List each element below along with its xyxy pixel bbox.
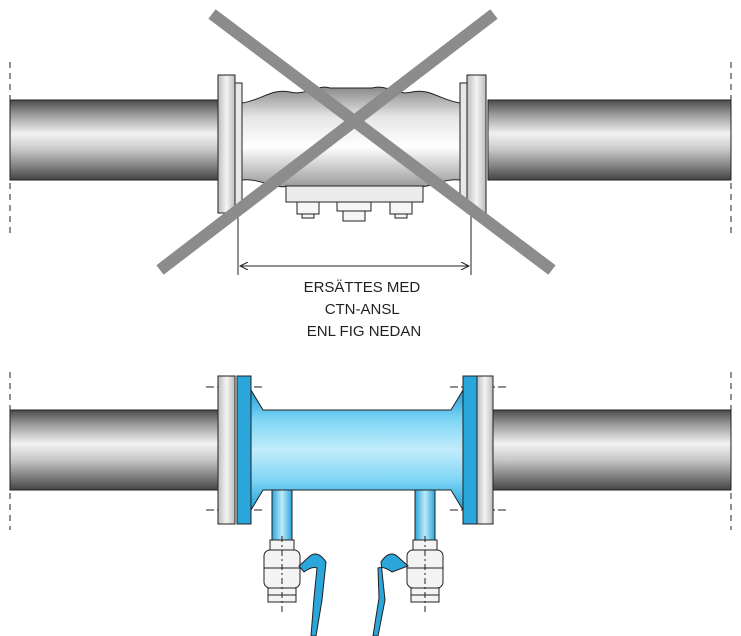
right-pipe bbox=[487, 99, 732, 181]
right-valve-handle bbox=[372, 553, 409, 636]
ctn-right-flange bbox=[462, 375, 478, 525]
right-valve-flange bbox=[459, 82, 468, 206]
cover-bolts bbox=[296, 201, 413, 222]
left-valve-handle bbox=[298, 553, 327, 636]
right-pipe-lower bbox=[489, 409, 732, 491]
ball-valve-icon bbox=[263, 536, 327, 636]
note-line-1: ERSÄTTES MED bbox=[304, 279, 421, 296]
left-pipe bbox=[9, 99, 221, 181]
old-installation: ERSÄTTES MED CTN-ANSL ENL FIG NEDAN bbox=[9, 9, 732, 340]
left-pipe-flange bbox=[217, 74, 236, 214]
note-line-3: ENL FIG NEDAN bbox=[307, 323, 421, 340]
new-installation bbox=[9, 372, 732, 636]
cover-plate bbox=[285, 185, 424, 203]
ctn-left-flange bbox=[236, 375, 252, 525]
ctn-left-branch-pipe bbox=[271, 489, 293, 543]
replacement-note: ERSÄTTES MED CTN-ANSL ENL FIG NEDAN bbox=[304, 279, 425, 340]
cross-out-mark bbox=[156, 9, 556, 275]
right-pipe-flange-lower bbox=[476, 375, 494, 525]
ctn-right-branch-pipe bbox=[414, 489, 436, 543]
right-pipe-flange bbox=[466, 74, 487, 214]
ctn-spool-body bbox=[250, 388, 464, 512]
ball-valve-icon-right bbox=[372, 536, 444, 636]
left-pipe-flange-lower bbox=[217, 375, 236, 525]
note-line-2: CTN-ANSL bbox=[325, 301, 400, 318]
left-pipe-lower bbox=[9, 409, 221, 491]
left-valve-flange bbox=[234, 82, 243, 206]
